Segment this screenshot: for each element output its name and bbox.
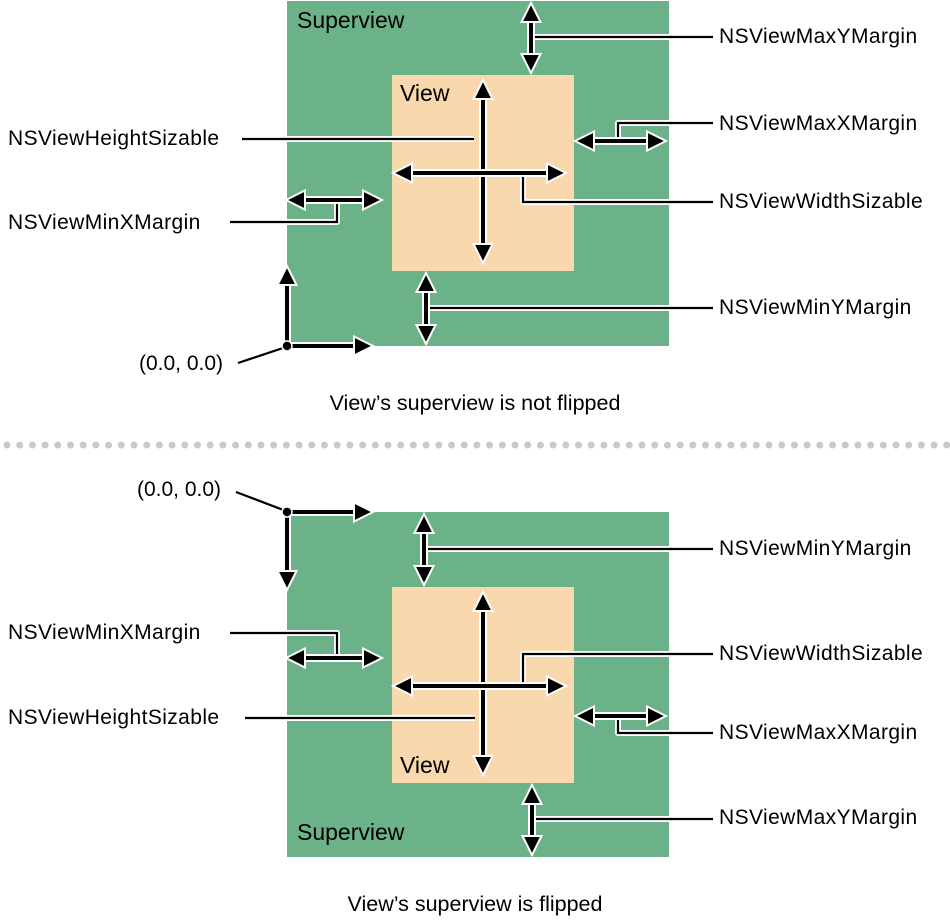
connector-origin-bottom: [234, 489, 288, 514]
label-min-x-margin-bottom: NSViewMinXMargin: [8, 621, 201, 644]
origin-label-bottom: (0.0, 0.0): [137, 478, 222, 501]
superview-label-top: Superview: [297, 7, 405, 33]
view-label-bottom: View: [400, 752, 450, 778]
label-max-y-margin-top: NSViewMaxYMargin: [719, 25, 918, 48]
view-rect-bottom: View: [392, 587, 574, 783]
label-max-x-margin-bottom: NSViewMaxXMargin: [719, 721, 918, 744]
label-max-y-margin-bottom: NSViewMaxYMargin: [719, 806, 918, 829]
label-min-y-margin-top: NSViewMinYMargin: [719, 296, 912, 319]
view-label-top: View: [400, 80, 450, 106]
label-height-sizable-bottom: NSViewHeightSizable: [8, 706, 220, 729]
origin-label-top: (0.0, 0.0): [139, 352, 224, 375]
superview-label-bottom: Superview: [297, 819, 405, 845]
caption-flipped: View’s superview is flipped: [347, 892, 603, 916]
label-height-sizable-top: NSViewHeightSizable: [8, 127, 220, 150]
caption-not-flipped: View’s superview is not flipped: [329, 391, 621, 415]
label-min-y-margin-bottom: NSViewMinYMargin: [719, 537, 912, 560]
label-max-x-margin-top: NSViewMaxXMargin: [719, 112, 918, 135]
label-width-sizable-top: NSViewWidthSizable: [719, 190, 924, 213]
label-width-sizable-bottom: NSViewWidthSizable: [719, 642, 924, 665]
connector-origin-top: [237, 344, 287, 366]
label-min-x-margin-top: NSViewMinXMargin: [8, 211, 201, 234]
view-rect-top: View: [392, 75, 574, 271]
